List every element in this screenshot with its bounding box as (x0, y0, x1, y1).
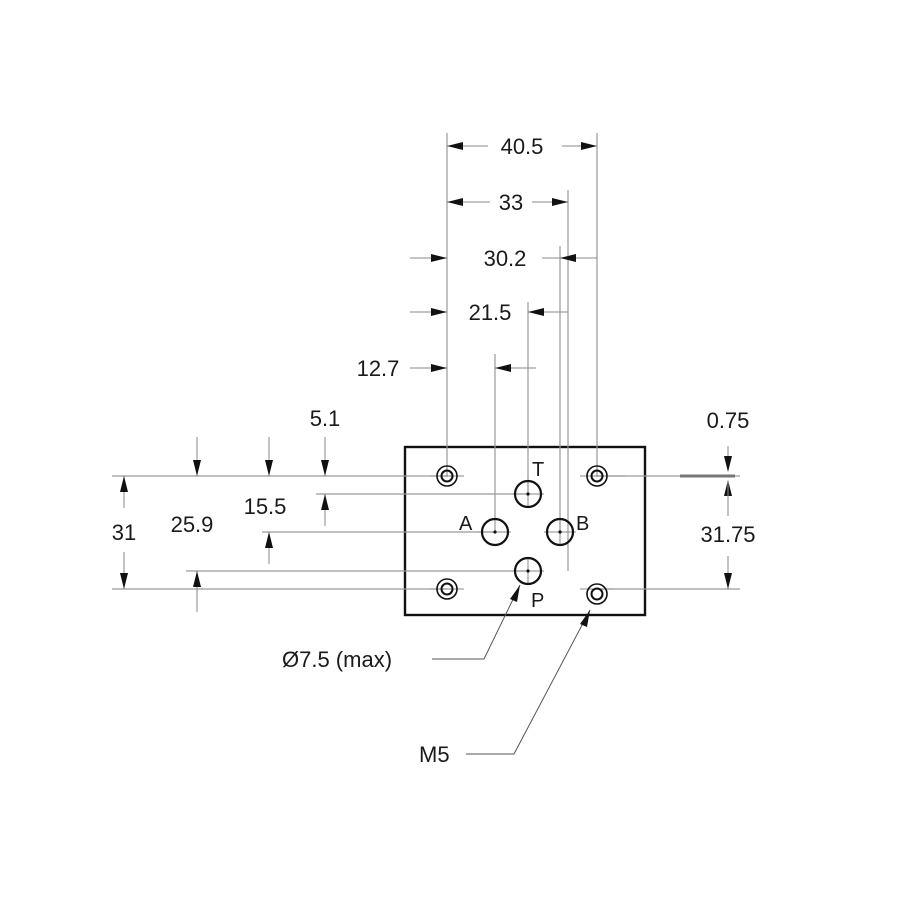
mounting-hole-bottom-right (586, 583, 608, 605)
dimension-21-5: 21.5 (410, 300, 568, 325)
mounting-hole-bottom-left (436, 578, 458, 600)
dimension-text-31-75: 31.75 (700, 522, 755, 547)
callout-text-mounting-thread: M5 (419, 742, 450, 767)
mounting-hole-top-right (586, 465, 608, 487)
port-a (480, 517, 510, 547)
dimension-text-33: 33 (499, 190, 523, 215)
callout-mounting-thread: M5 (419, 609, 591, 767)
dimension-text-40-5: 40.5 (501, 134, 544, 159)
dimension-text-21-5: 21.5 (469, 300, 512, 325)
dimension-0-75: 0.75 (680, 408, 749, 500)
dimension-5-1: 5.1 (310, 406, 341, 526)
dimension-text-31: 31 (112, 520, 136, 545)
port-b (545, 517, 575, 547)
dimension-12-7: 12.7 (357, 356, 536, 381)
dimension-33: 33 (447, 190, 568, 215)
dimension-30-2: 30.2 (410, 246, 597, 271)
dimension-text-5-1: 5.1 (310, 406, 341, 431)
port-label-b: B (576, 513, 589, 535)
dimension-text-0-75: 0.75 (707, 408, 750, 433)
dimension-31-75: 31.75 (700, 482, 756, 589)
top-extension-lines (446, 133, 598, 571)
port-label-t: T (532, 459, 544, 481)
port-p (513, 556, 543, 586)
dimension-text-12-7: 12.7 (357, 356, 400, 381)
dimension-text-15-5: 15.5 (244, 494, 287, 519)
dimension-31: 31 (112, 476, 136, 589)
callout-port-diameter: Ø7.5 (max) (282, 584, 521, 672)
mounting-hole-top-left (436, 465, 458, 487)
dimension-15-5: 15.5 (244, 437, 287, 564)
dimension-40-5: 40.5 (447, 134, 597, 159)
callout-text-port-diameter: Ø7.5 (max) (282, 647, 392, 672)
port-t (513, 479, 543, 509)
port-label-p: P (531, 590, 544, 612)
dimension-25-9: 25.9 (171, 437, 214, 612)
dimension-text-30-2: 30.2 (484, 246, 527, 271)
port-label-a: A (459, 513, 473, 535)
dimension-text-25-9: 25.9 (171, 512, 214, 537)
subplate-outline (403, 445, 647, 617)
